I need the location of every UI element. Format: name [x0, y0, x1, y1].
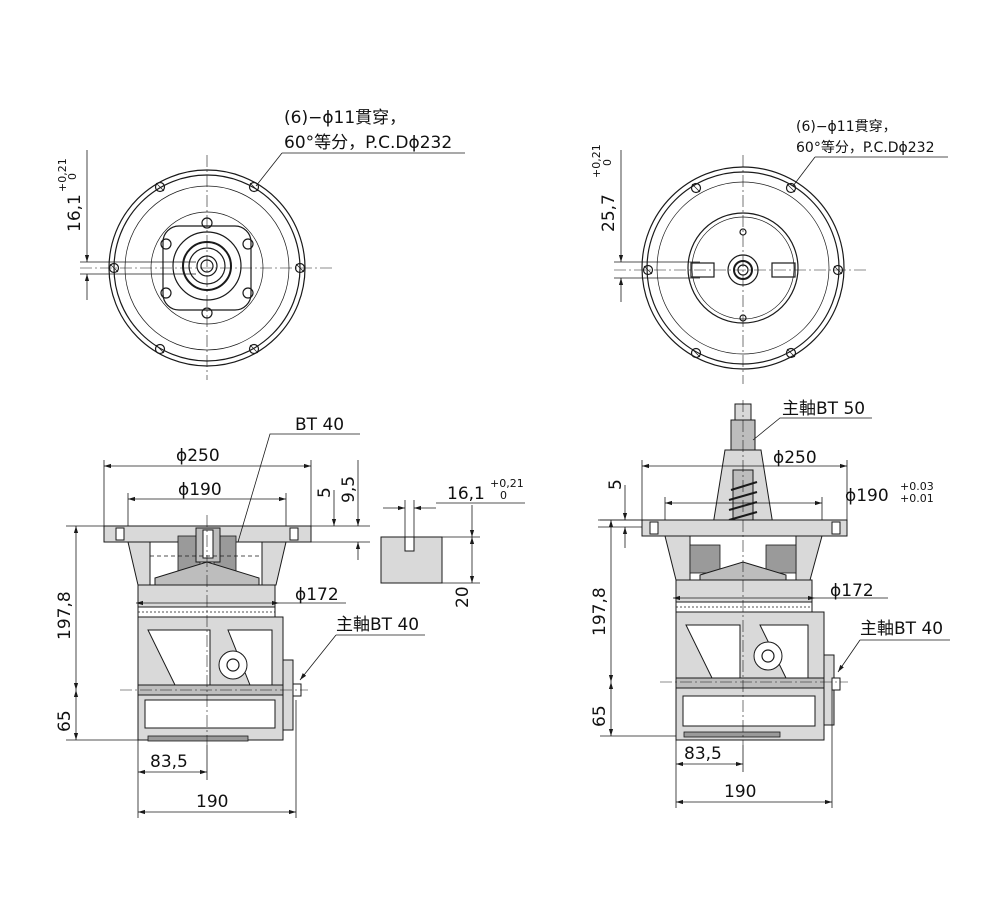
tr-tol-lower: 0	[601, 159, 614, 166]
top-left-view: 16,1 +0,21 0 (6)−ϕ11貫穿， 60°等分，P.C.Dϕ232	[56, 108, 465, 380]
br-dia-flange: ϕ250	[773, 448, 817, 468]
tr-note-line2: 60°等分，P.C.Dϕ232	[796, 139, 935, 156]
top-right-view: 25,7 +0,21 0 (6)−ϕ11貫穿， 60°等分，P.C.Dϕ232	[590, 119, 948, 384]
bottom-right-view: ϕ250 ϕ190 +0.03 +0.01 ϕ172 主軸BT 50 5 主軸B…	[590, 399, 950, 808]
br-height-total: 197,8	[590, 587, 610, 636]
br-tol-upper: +0.03	[900, 480, 934, 493]
tl-tol-upper: +0,21	[56, 158, 69, 192]
bottom-left-view: ϕ250 ϕ190 ϕ172 BT 40 5 9,5 主軸BT 40 197,8…	[55, 415, 425, 818]
br-dim-5: 5	[606, 479, 626, 490]
tl-note-line1: (6)−ϕ11貫穿，	[284, 108, 406, 128]
br-dim-83-5: 83,5	[684, 744, 722, 764]
bl-dim-5: 5	[315, 487, 335, 498]
kd-tol-upper: +0,21	[490, 477, 524, 490]
br-width-190: 190	[724, 782, 756, 802]
br-spindle-side: 主軸BT 40	[860, 619, 943, 639]
bl-spindle-side: 主軸BT 40	[336, 615, 419, 635]
br-tol-lower: +0.01	[900, 492, 934, 505]
br-height-lower: 65	[590, 705, 610, 727]
tl-tol-lower: 0	[66, 173, 79, 180]
br-dia-body: ϕ172	[830, 581, 874, 601]
bl-dia-flange: ϕ250	[176, 446, 220, 466]
br-spindle-top: 主軸BT 50	[782, 399, 865, 419]
bl-height-total: 197,8	[55, 591, 75, 640]
bl-dim-9-5: 9,5	[339, 476, 359, 503]
bl-dim-83-5: 83,5	[150, 752, 188, 772]
tl-dim-value: 16,1	[65, 194, 85, 232]
kd-dim-20: 20	[453, 586, 473, 608]
bl-dia-pilot: ϕ190	[178, 480, 222, 500]
bl-spindle-top: BT 40	[295, 415, 344, 435]
kd-dim-value: 16,1	[447, 484, 485, 504]
bl-height-lower: 65	[55, 710, 75, 732]
tr-dim-value: 25,7	[599, 194, 619, 232]
tr-tol-upper: +0,21	[590, 144, 603, 178]
bl-dia-body: ϕ172	[295, 585, 339, 605]
tr-note-line1: (6)−ϕ11貫穿，	[796, 119, 897, 135]
keyway-detail: 16,1 +0,21 0 20	[380, 477, 525, 608]
kd-tol-lower: 0	[500, 489, 507, 502]
br-dia-pilot: ϕ190	[845, 486, 889, 506]
tl-note-line2: 60°等分，P.C.Dϕ232	[284, 133, 452, 153]
bl-width-190: 190	[196, 792, 228, 812]
